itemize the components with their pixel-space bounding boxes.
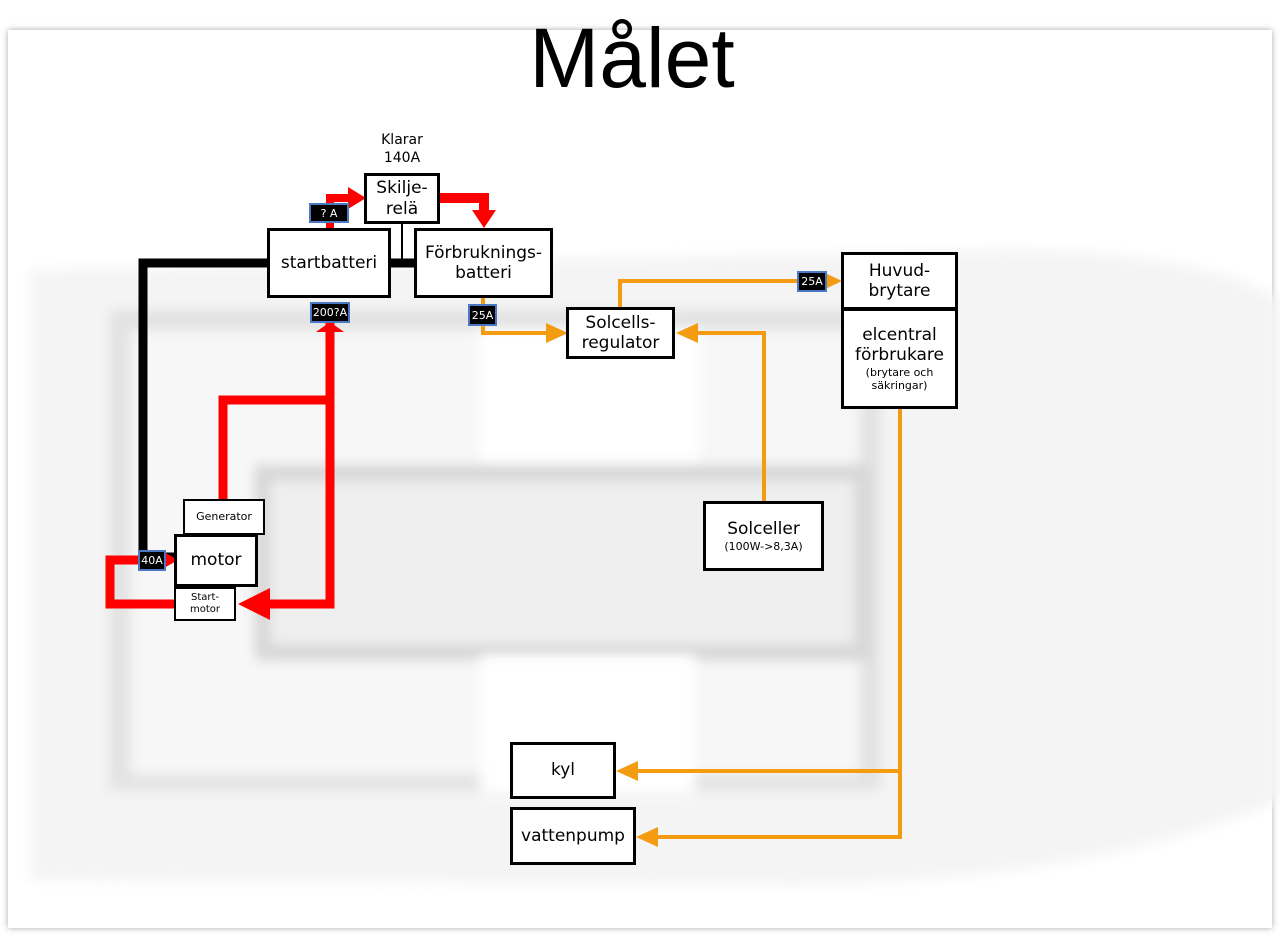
skiljerela-line1: Skilje-: [376, 178, 428, 199]
skiljerela-box: Skilje- relä: [364, 173, 440, 224]
capacity-note-line2: 140A: [383, 150, 421, 167]
solcellsregulator-box: Solcells- regulator: [566, 307, 675, 359]
vattenpump-box: vattenpump: [510, 807, 636, 865]
red-wire-rela-to-forbr: [440, 193, 489, 212]
forbrukningsbatteri-line2: batteri: [455, 263, 512, 283]
red-arrow-to-motor: [164, 552, 178, 568]
generator-box: Generator: [183, 499, 265, 535]
elcentral-sub1: (brytare och: [865, 365, 934, 379]
red-arrow-to-start: [316, 322, 344, 332]
amp-label-start-motor: 200?A: [310, 302, 350, 323]
solcellsregulator-line1: Solcells-: [585, 312, 656, 333]
huvudbrytare-line2: brytare: [868, 281, 931, 301]
motor-label: motor: [190, 550, 242, 571]
elcentral-line2: förbrukare: [855, 345, 944, 366]
vattenpump-label: vattenpump: [521, 825, 625, 846]
startbatteri-box: startbatteri: [267, 228, 391, 298]
skiljerela-line2: relä: [385, 198, 419, 219]
startmotor-box: Start- motor: [174, 587, 236, 621]
red-arrow-to-rela: [348, 187, 366, 209]
forbrukningsbatteri-box: Förbruknings- batteri: [414, 228, 553, 298]
red-arrow-to-forbr: [472, 210, 496, 228]
elcentral-box: elcentral förbrukare (brytare och säkrin…: [841, 308, 958, 409]
startmotor-line1: Start-: [190, 592, 220, 603]
orange-wire-regulator-to-huvud: [618, 279, 825, 308]
solceller-line1: Solceller: [727, 519, 800, 540]
red-wire-generator: [218, 395, 330, 500]
red-arrow-to-startmotor: [238, 588, 270, 620]
orange-wire-solceller-to-regulator: [696, 331, 766, 503]
amp-label-motor: 40A: [138, 550, 166, 571]
capacity-note: Klarar 140A: [372, 131, 432, 167]
orange-arrow-to-regulator: [546, 323, 568, 343]
elcentral-sub2: säkringar): [871, 378, 928, 392]
startbatteri-label: startbatteri: [280, 252, 378, 273]
amp-label-regulator-huvud: 25A: [797, 271, 827, 292]
solcellsregulator-line2: regulator: [581, 333, 660, 353]
solceller-sub: (100W->8,3A): [724, 539, 803, 553]
orange-wire-elcentral-to-kyl: [636, 408, 902, 773]
solceller-box: Solceller (100W->8,3A): [703, 501, 824, 571]
red-wire-start-to-startmotor: [268, 320, 335, 609]
slide-title: Målet: [529, 11, 735, 105]
kyl-box: kyl: [510, 742, 616, 799]
amp-label-start-rela: ? A: [309, 203, 349, 223]
motor-box: motor: [174, 534, 258, 587]
red-wire-motor-loop: [105, 555, 176, 609]
huvudbrytare-line1: Huvud-: [868, 260, 931, 281]
huvudbrytare-box: Huvud- brytare: [841, 252, 958, 310]
orange-arrow-to-huvud: [823, 272, 842, 290]
startmotor-line2: motor: [189, 604, 220, 615]
orange-arrow-to-vattenpump: [636, 827, 658, 847]
orange-arrow-to-regulator-right: [676, 323, 698, 343]
forbrukningsbatteri-line1: Förbruknings-: [424, 242, 543, 263]
orange-wire-elcentral-to-vattenpump: [656, 771, 902, 839]
kyl-label: kyl: [550, 760, 576, 781]
orange-arrow-to-kyl: [616, 761, 638, 781]
elcentral-line1: elcentral: [862, 324, 937, 345]
generator-label: Generator: [196, 510, 252, 524]
capacity-note-line1: Klarar: [381, 132, 423, 148]
amp-label-forbr-regulator: 25A: [468, 304, 497, 326]
